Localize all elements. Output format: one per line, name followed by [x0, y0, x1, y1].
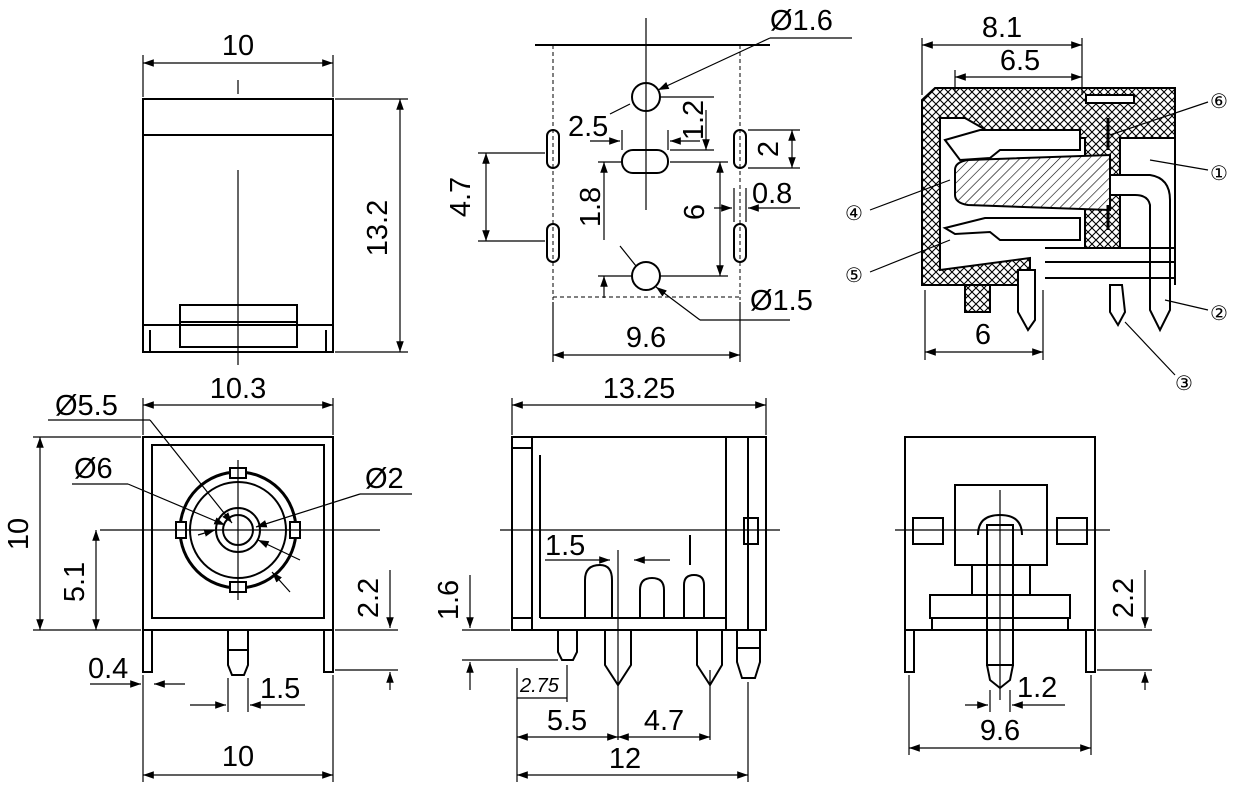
- rear-9-6-label: 9.6: [980, 715, 1020, 747]
- sec-6-label: 6: [975, 319, 991, 351]
- side-2-75-label: 2.75: [519, 675, 560, 697]
- part-4-callout: ④: [845, 201, 863, 225]
- side-4-7-label: 4.7: [644, 705, 684, 737]
- side-1-5-label: 1.5: [545, 530, 585, 562]
- front-1-5-label: 1.5: [260, 673, 300, 705]
- top-view: 10 13.2: [142, 30, 408, 365]
- rear-2-2-label: 2.2: [1108, 578, 1140, 618]
- part-3-callout: ③: [1175, 371, 1193, 395]
- rear-1-2-label: 1.2: [1017, 672, 1057, 704]
- section-view: 8.1 6.5 6 ⑥ ① ② ③ ④ ⑤: [845, 12, 1228, 395]
- fp-4-7-label: 4.7: [445, 177, 477, 217]
- top-width-label: 10: [222, 30, 254, 62]
- front-2-2-label: 2.2: [353, 578, 385, 618]
- side-5-5-label: 5.5: [547, 705, 587, 737]
- front-d6-label: Ø6: [74, 453, 113, 485]
- front-5-1-label: 5.1: [59, 562, 91, 602]
- front-10-3-label: 10.3: [210, 373, 266, 405]
- part-1-callout: ①: [1210, 161, 1228, 185]
- sec-6-5-label: 6.5: [1000, 45, 1040, 77]
- fp-2-5-label: 2.5: [568, 111, 608, 143]
- rear-view: 2.2 1.2 9.6: [895, 436, 1152, 755]
- front-d5-5-label: Ø5.5: [55, 390, 118, 422]
- sec-8-1-label: 8.1: [982, 12, 1022, 44]
- front-width-label: 10: [222, 741, 254, 773]
- fp-1-2-label: 1.2: [678, 100, 710, 140]
- side-12-label: 12: [609, 743, 641, 775]
- fp-2-label: 2: [753, 141, 785, 157]
- front-10-vertical-label: 10: [3, 518, 35, 550]
- fp-6-label: 6: [679, 204, 711, 220]
- top-height-label: 13.2: [362, 200, 394, 256]
- part-5-callout: ⑤: [845, 263, 863, 287]
- footprint-view: Ø1.6 Ø1.5 2.5 1.2 4.7 1.8 6: [445, 5, 852, 362]
- hole-small: [631, 261, 661, 291]
- side-13-25-label: 13.25: [603, 373, 676, 405]
- side-1-6-label: 1.6: [433, 580, 465, 620]
- fp-9-6-label: 9.6: [626, 322, 666, 354]
- fp-hole-small-label: Ø1.5: [750, 285, 813, 317]
- side-view: 13.25 1.5 1.6 2.75 5.5 4.7 12: [433, 373, 780, 782]
- fp-0-8-label: 0.8: [752, 178, 792, 210]
- fp-hole-large-label: Ø1.6: [770, 5, 833, 37]
- part-2-callout: ②: [1210, 301, 1228, 325]
- fp-1-8-label: 1.8: [575, 187, 607, 227]
- front-d2-label: Ø2: [365, 463, 404, 495]
- part-6-callout: ⑥: [1210, 89, 1228, 113]
- front-0-4-label: 0.4: [88, 653, 128, 685]
- front-view: 10.3 Ø5.5 Ø6 Ø2 10 5.1 2.2 0.4: [3, 373, 412, 782]
